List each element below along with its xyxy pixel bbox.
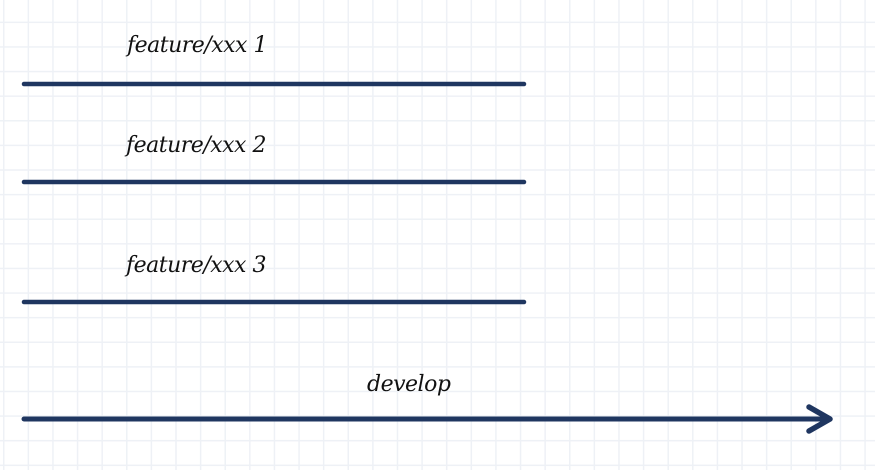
branch-label-feature-3: feature/xxx 3 bbox=[126, 253, 266, 278]
branch-label-feature-2: feature/xxx 2 bbox=[126, 133, 266, 158]
branch-label-feature-1: feature/xxx 1 bbox=[127, 33, 267, 58]
branch-label-develop: develop bbox=[367, 372, 451, 397]
arrow-head-icon bbox=[806, 404, 833, 434]
